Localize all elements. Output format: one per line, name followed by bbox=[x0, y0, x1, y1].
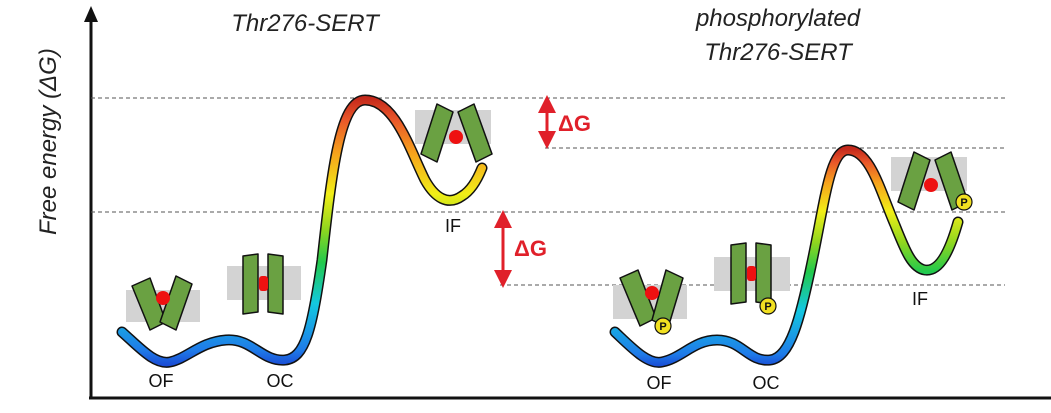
transporter-subunit-left bbox=[242, 253, 259, 315]
substrate-dot bbox=[259, 276, 268, 291]
transporter-subunit-right bbox=[267, 253, 284, 315]
substrate-dot bbox=[747, 266, 756, 281]
left-state-label-if: IF bbox=[445, 216, 461, 236]
phosphate-marker bbox=[654, 317, 672, 335]
transporter-subunit-right bbox=[755, 242, 772, 305]
transporter-subunit-right bbox=[457, 103, 493, 163]
phosphate-label: P bbox=[960, 197, 967, 209]
right-panel-title-line1: phosphorylated bbox=[695, 5, 861, 32]
phosphate-marker bbox=[955, 193, 973, 211]
transporter-subunit-left bbox=[897, 151, 931, 211]
substrate-dot bbox=[449, 130, 463, 144]
transporter-subunit-right bbox=[159, 275, 193, 331]
left-energy-curve-color bbox=[118, 95, 486, 367]
phosphate-marker bbox=[759, 297, 777, 315]
y-axis-label: Free energy (ΔG) bbox=[35, 48, 62, 235]
right-energy-curve-color bbox=[611, 145, 962, 367]
y-axis-arrowhead bbox=[84, 6, 98, 22]
right-state-label-if: IF bbox=[912, 289, 928, 309]
left-panel-title: Thr276-SERT bbox=[231, 10, 381, 37]
right-state-label-oc: OC bbox=[753, 373, 780, 393]
delta-g-label-bottom: ΔG bbox=[514, 236, 547, 261]
transporter-inward-facing-left bbox=[415, 103, 493, 163]
delta-g-indicator-top: ΔG bbox=[538, 95, 591, 149]
axes bbox=[84, 6, 1051, 400]
substrate-dot bbox=[924, 178, 938, 192]
left-state-label-oc: OC bbox=[267, 371, 294, 391]
transporter-subunit-left bbox=[420, 103, 454, 163]
phosphate-label: P bbox=[764, 301, 771, 313]
transporter-occluded-right: P bbox=[714, 242, 790, 315]
transporter-occluded-left bbox=[227, 253, 301, 315]
phosphate-label: P bbox=[659, 321, 666, 333]
substrate-dot bbox=[156, 291, 170, 305]
left-state-label-of: OF bbox=[149, 371, 174, 391]
delta-g-label-top: ΔG bbox=[558, 111, 591, 136]
delta-g-indicator-bottom: ΔG bbox=[494, 210, 547, 288]
right-state-label-of: OF bbox=[647, 373, 672, 393]
transporter-inward-facing-right: P bbox=[891, 151, 973, 211]
substrate-dot bbox=[645, 286, 659, 300]
transporter-outward-facing-left bbox=[126, 275, 200, 331]
right-panel-title-line2: Thr276-SERT bbox=[704, 39, 854, 66]
transporter-subunit-left bbox=[730, 242, 747, 305]
transporter-outward-facing-right: P bbox=[613, 269, 687, 335]
